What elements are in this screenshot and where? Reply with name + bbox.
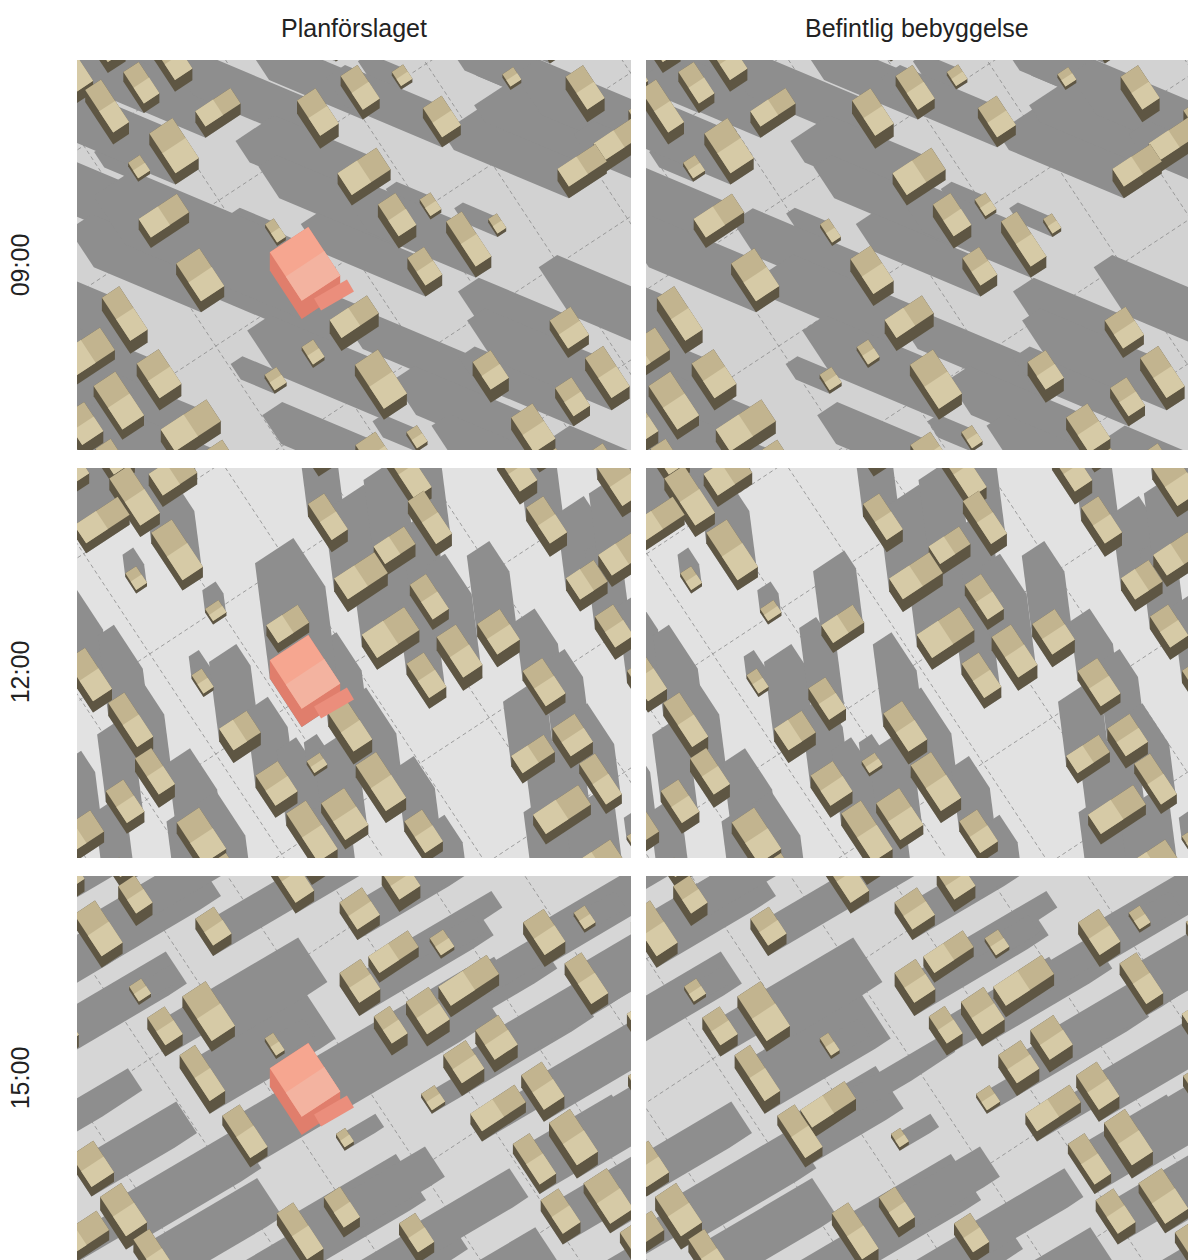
- shadows: [646, 468, 1188, 858]
- time-label: 15:00: [5, 1047, 35, 1110]
- shadow-render: [646, 60, 1188, 450]
- shadow-render: [77, 468, 631, 858]
- shadows: [646, 876, 1188, 1260]
- shadow-render: [77, 876, 631, 1260]
- proposed-annex: [314, 279, 354, 310]
- shadow-render: [77, 60, 631, 450]
- shadow-render: [646, 468, 1188, 858]
- proposed-annex: [314, 1095, 354, 1126]
- column-heading: Planförslaget: [281, 13, 427, 43]
- ground: [77, 876, 631, 1260]
- street-lines: [646, 468, 1188, 858]
- buildings: [646, 876, 1188, 1260]
- street-lines: [646, 876, 1188, 1260]
- street-lines: [646, 60, 1188, 450]
- street-lines: [77, 468, 631, 858]
- buildings: [646, 468, 1188, 858]
- shadows: [77, 876, 631, 1260]
- street-lines: [77, 876, 631, 1260]
- proposed-annex: [314, 687, 354, 718]
- buildings: [646, 60, 1188, 450]
- shadow-render: [646, 876, 1188, 1260]
- buildings: [77, 876, 631, 1260]
- time-label: 12:00: [5, 641, 35, 704]
- time-label: 09:00: [5, 234, 35, 297]
- shadows: [77, 60, 631, 450]
- shadows: [77, 468, 631, 858]
- shadows: [646, 60, 1188, 450]
- buildings: [77, 60, 631, 450]
- street-lines: [77, 60, 631, 450]
- buildings: [77, 468, 631, 858]
- column-heading: Befintlig bebyggelse: [805, 13, 1029, 43]
